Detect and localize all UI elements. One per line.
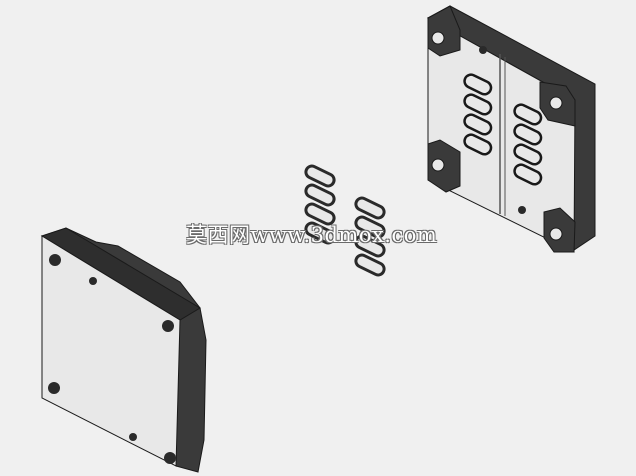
top-plate-pin-hole — [518, 206, 526, 214]
top-plate-bolt-hole — [549, 227, 563, 241]
molded-part-right-column — [354, 196, 386, 277]
top-plate-bolt-hole — [431, 158, 445, 172]
molded-part-left-column — [304, 164, 336, 245]
bottom-plate-bolt-hole — [49, 254, 61, 266]
top-plate-pin-hole — [479, 46, 487, 54]
bottom-plate-pin-hole — [89, 277, 97, 285]
top-plate-bolt-hole — [431, 31, 445, 45]
top-plate-bolt-hole — [549, 96, 563, 110]
top-plate-cavity-left-column — [463, 73, 493, 156]
bottom-plate-bolt-hole — [162, 320, 174, 332]
bottom-plate-bolt-hole — [48, 382, 60, 394]
watermark-text: 莫西网www.3dmox.com — [186, 223, 438, 247]
top-mold-plate — [426, 5, 596, 253]
top-plate-cavity-right-column — [513, 103, 543, 186]
bottom-plate-bolt-hole — [164, 452, 176, 464]
bottom-plate-face — [41, 235, 181, 467]
bottom-mold-plate — [40, 227, 207, 473]
bottom-plate-pin-hole — [129, 433, 137, 441]
